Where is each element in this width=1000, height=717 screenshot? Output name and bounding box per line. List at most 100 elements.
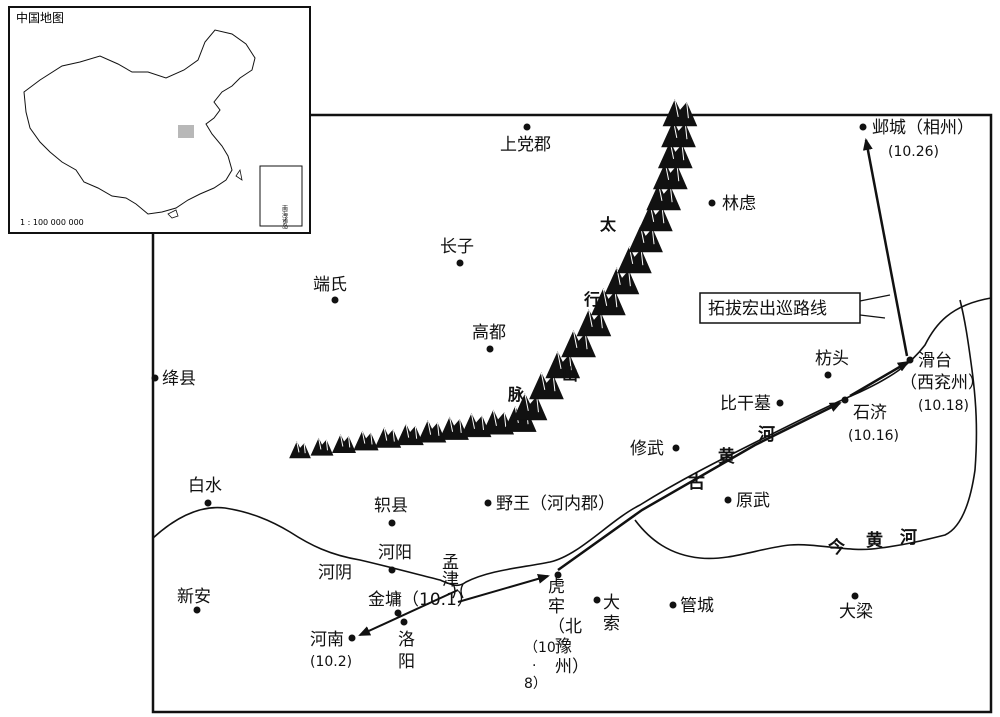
label-luoyang-1: 洛 bbox=[398, 630, 415, 650]
dot-linlu bbox=[708, 199, 716, 207]
label-duanshi: 端氏 bbox=[313, 275, 347, 295]
mountain-peak-highlight bbox=[340, 434, 351, 448]
label-baishui: 白水 bbox=[188, 476, 222, 496]
label-yecheng-date: (10.26) bbox=[888, 144, 939, 160]
dot-hulao bbox=[554, 571, 562, 579]
label-guancheng: 管城 bbox=[680, 596, 714, 616]
ancient-river-char-2: 黄 bbox=[718, 446, 737, 467]
mountain-char-1: 太 bbox=[599, 215, 617, 234]
mountain-char-2: 行 bbox=[583, 290, 600, 309]
modern-river-char-3: 河 bbox=[900, 528, 919, 548]
mountain-char-4: 脉 bbox=[507, 385, 525, 404]
mountain-peak bbox=[545, 351, 581, 379]
route-label: 拓拔宏出巡路线 bbox=[708, 299, 827, 319]
label-hulao-1: 虎 bbox=[548, 577, 565, 597]
label-hulao-date-3: 8） bbox=[524, 676, 547, 692]
dot-yewang bbox=[484, 499, 492, 507]
label-henan-date: (10.2) bbox=[310, 654, 352, 670]
inset-scale: 1 : 100 000 000 bbox=[20, 218, 84, 227]
ancient-river-char-3: 河 bbox=[758, 425, 777, 445]
dot-dasuo bbox=[593, 596, 601, 604]
label-huatai-date: (10.18) bbox=[918, 398, 969, 414]
south-sea-inset-box bbox=[259, 165, 303, 227]
inset-title: 中国地图 bbox=[16, 10, 64, 25]
mountain-peak bbox=[417, 420, 447, 443]
mountain-peak-highlight bbox=[318, 438, 328, 451]
dot-daliang bbox=[851, 592, 859, 600]
label-xiuwu: 修武 bbox=[630, 439, 664, 459]
hainan-island bbox=[167, 209, 179, 219]
label-fangtou: 枋头 bbox=[815, 349, 849, 369]
place-dots bbox=[151, 123, 914, 642]
dot-fangtou bbox=[824, 371, 832, 379]
label-hulao-date-2: · bbox=[532, 658, 536, 674]
mountain-peak-highlight bbox=[471, 413, 484, 431]
label-daliang: 大梁 bbox=[839, 602, 873, 622]
mountain-peak bbox=[512, 393, 548, 421]
inset-highlight-region bbox=[178, 125, 194, 138]
dot-duanshi bbox=[331, 296, 339, 304]
dot-yuanwu bbox=[724, 496, 732, 504]
label-hulao-2: 牢 bbox=[548, 597, 565, 617]
dot-luoyang bbox=[400, 618, 408, 626]
label-heyin: 河阴 bbox=[318, 563, 352, 583]
label-gaodu: 高都 bbox=[472, 323, 506, 343]
mountain-peak-highlight bbox=[296, 441, 306, 454]
mountain-peak bbox=[310, 437, 334, 456]
mountain-peak bbox=[576, 309, 612, 337]
label-yecheng: 邺城（相州） bbox=[872, 118, 974, 138]
label-mengjin: 孟津 bbox=[438, 553, 459, 587]
mountain-peak bbox=[662, 99, 698, 127]
route-arrow-jinyong-to-henan bbox=[358, 589, 459, 636]
taihang-mountain-range bbox=[289, 99, 698, 459]
mountain-peak bbox=[289, 441, 311, 459]
modern-river-char-1: 今 bbox=[828, 537, 847, 558]
dot-guancheng bbox=[669, 601, 677, 609]
dot-bigan bbox=[776, 399, 784, 407]
mountain-char-3: 山 bbox=[562, 365, 578, 384]
ancient-river-char-1: 古 bbox=[688, 472, 707, 493]
dot-xinan bbox=[193, 606, 201, 614]
dot-henan bbox=[348, 634, 356, 642]
mengjin-crossing-mark bbox=[452, 583, 464, 599]
dot-yecheng bbox=[859, 123, 867, 131]
label-dasuo-2: 索 bbox=[603, 614, 620, 634]
dot-baishui bbox=[204, 499, 212, 507]
dot-jiangxian bbox=[151, 374, 159, 382]
south-sea-label: 南海诸岛 bbox=[281, 204, 288, 230]
mountain-peak bbox=[396, 423, 424, 446]
modern-river-char-2: 黄 bbox=[866, 530, 885, 551]
dot-shangdang bbox=[523, 123, 531, 131]
label-luoyang-2: 阳 bbox=[398, 652, 415, 672]
label-dasuo-1: 大 bbox=[603, 593, 620, 613]
label-shangdang: 上党郡 bbox=[500, 135, 551, 155]
label-jinyong: 金墉（10.1） bbox=[368, 590, 474, 610]
label-hulao-5: 州） bbox=[555, 657, 589, 677]
dot-jinyong bbox=[394, 609, 402, 617]
ancient-yellow-river bbox=[152, 297, 992, 587]
mountain-peak bbox=[529, 372, 564, 400]
label-hulao-date-1: （10 bbox=[524, 640, 556, 656]
mountain-peak-highlight bbox=[427, 420, 440, 436]
mountain-peak-highlight bbox=[405, 424, 418, 439]
label-hulao-3: （北 bbox=[548, 617, 582, 637]
dot-heyang bbox=[388, 566, 396, 574]
mountain-peak bbox=[604, 267, 640, 295]
route-arrow-huatai-to-yecheng bbox=[862, 138, 909, 357]
route-arrow-hulao-to-shiji bbox=[557, 401, 842, 572]
mountain-peak bbox=[331, 434, 357, 454]
label-shiji: 石济 bbox=[853, 403, 887, 423]
label-zhixian: 轵县 bbox=[374, 496, 408, 516]
mountain-peak bbox=[353, 430, 379, 451]
china-outline bbox=[23, 29, 256, 215]
mountain-peak-highlight bbox=[449, 417, 462, 433]
inset-china-map: 中国地图 南海诸岛 1 : 100 000 000 bbox=[8, 6, 311, 234]
dot-shiji bbox=[841, 396, 849, 404]
dot-zhixian bbox=[388, 519, 396, 527]
mountain-peak bbox=[591, 288, 626, 316]
label-yuanwu: 原武 bbox=[736, 491, 770, 511]
label-huatai: 滑台 bbox=[918, 351, 952, 371]
route-arrow-shiji-to-huatai bbox=[849, 360, 910, 398]
dot-zhangzi bbox=[456, 259, 464, 267]
